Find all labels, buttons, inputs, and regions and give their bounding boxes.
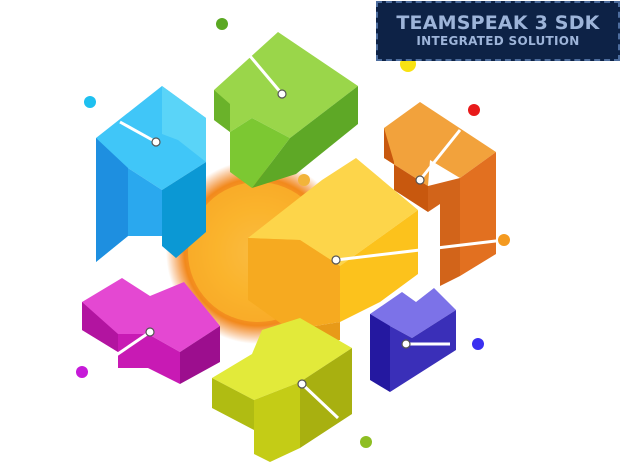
lime-dot-icon bbox=[360, 436, 372, 448]
badge-subtitle: INTEGRATED SOLUTION bbox=[416, 34, 580, 48]
magenta-puzzle-piece-icon bbox=[82, 278, 220, 384]
green-puzzle-piece-icon bbox=[214, 32, 358, 188]
lime-puzzle-piece-icon bbox=[212, 318, 352, 462]
magenta-dot-icon bbox=[76, 366, 88, 378]
green-dot-icon bbox=[216, 18, 228, 30]
orange-dot-icon bbox=[498, 234, 510, 246]
indigo-puzzle-piece-icon bbox=[370, 288, 456, 392]
blue-dot-icon bbox=[472, 338, 484, 350]
sdk-badge: TEAMSPEAK 3 SDK INTEGRATED SOLUTION bbox=[376, 1, 620, 61]
connector-lines bbox=[111, 55, 505, 420]
cyan-dot-icon bbox=[84, 96, 96, 108]
badge-title: TEAMSPEAK 3 SDK bbox=[396, 12, 600, 34]
cyan-puzzle-piece-icon bbox=[96, 86, 206, 262]
connector-nodes bbox=[145, 89, 425, 389]
red-dot-icon bbox=[468, 104, 480, 116]
sun-dot-icon bbox=[298, 174, 310, 186]
